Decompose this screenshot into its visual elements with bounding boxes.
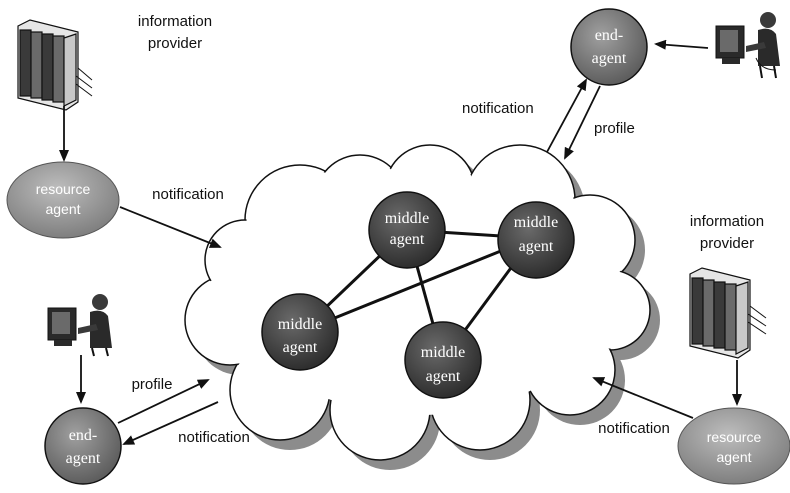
arrow-end-agent-bottom-to-cloud	[117, 379, 210, 424]
middle-agent-1: middle agent	[368, 191, 446, 269]
middle-agent-2: middle agent	[497, 201, 575, 279]
end-agent-top-line2: agent	[592, 50, 627, 67]
profile-top-label: profile	[594, 120, 635, 137]
middle-agent-1-line1: middle	[385, 210, 429, 227]
middle-agent-3-line2: agent	[283, 339, 318, 356]
arrow-user-to-end-agent-top	[654, 39, 709, 50]
bookshelf-icon	[689, 267, 767, 359]
middle-agent-2-line2: agent	[519, 238, 554, 255]
profile-bottom-label: profile	[132, 376, 173, 393]
notification-right-label: notification	[598, 420, 670, 437]
info-provider-right-line1: information	[690, 213, 764, 230]
arrow-end-agent-top-to-cloud	[564, 85, 601, 160]
resource-agent-left-line2: agent	[45, 201, 80, 217]
notification-bottom-label: notification	[178, 429, 250, 446]
resource-agent-left: resource agent	[6, 161, 120, 239]
info-provider-top-line1: information	[138, 13, 212, 30]
info-provider-top-line2: provider	[148, 35, 202, 52]
middle-agent-4-line1: middle	[421, 344, 465, 361]
user-at-computer-icon	[715, 12, 780, 79]
notification-top-label: notification	[462, 100, 534, 117]
arrow-resource-left-to-cloud	[119, 206, 222, 248]
user-at-computer-icon	[47, 294, 112, 357]
end-agent-bottom-line1: end-	[69, 427, 97, 444]
resource-agent-right-line1: resource	[707, 429, 762, 445]
resource-agent-right-line2: agent	[716, 449, 751, 465]
middle-agent-4-line2: agent	[426, 368, 461, 385]
middle-agent-1-line2: agent	[390, 231, 425, 248]
end-agent-bottom-line2: agent	[66, 450, 101, 467]
arrow-cloud-to-end-agent-bottom	[122, 401, 219, 445]
middle-agent-3: middle agent	[261, 293, 339, 371]
notification-left-label: notification	[152, 186, 224, 203]
end-agent-bottom: end- agent	[44, 407, 122, 485]
end-agent-top: end- agent	[570, 8, 648, 86]
bookshelf-icon	[17, 19, 93, 111]
end-agent-top-line1: end-	[595, 27, 623, 44]
middle-agent-3-line1: middle	[278, 316, 322, 333]
resource-agent-right: resource agent	[677, 407, 790, 485]
middle-agent-4: middle agent	[404, 321, 482, 399]
arrow-resource-right-to-cloud	[592, 377, 694, 419]
arrow-cloud-to-end-agent-top	[546, 78, 587, 153]
middle-agent-2-line1: middle	[514, 214, 558, 231]
info-provider-right-line2: provider	[700, 235, 754, 252]
resource-agent-left-line1: resource	[36, 181, 91, 197]
